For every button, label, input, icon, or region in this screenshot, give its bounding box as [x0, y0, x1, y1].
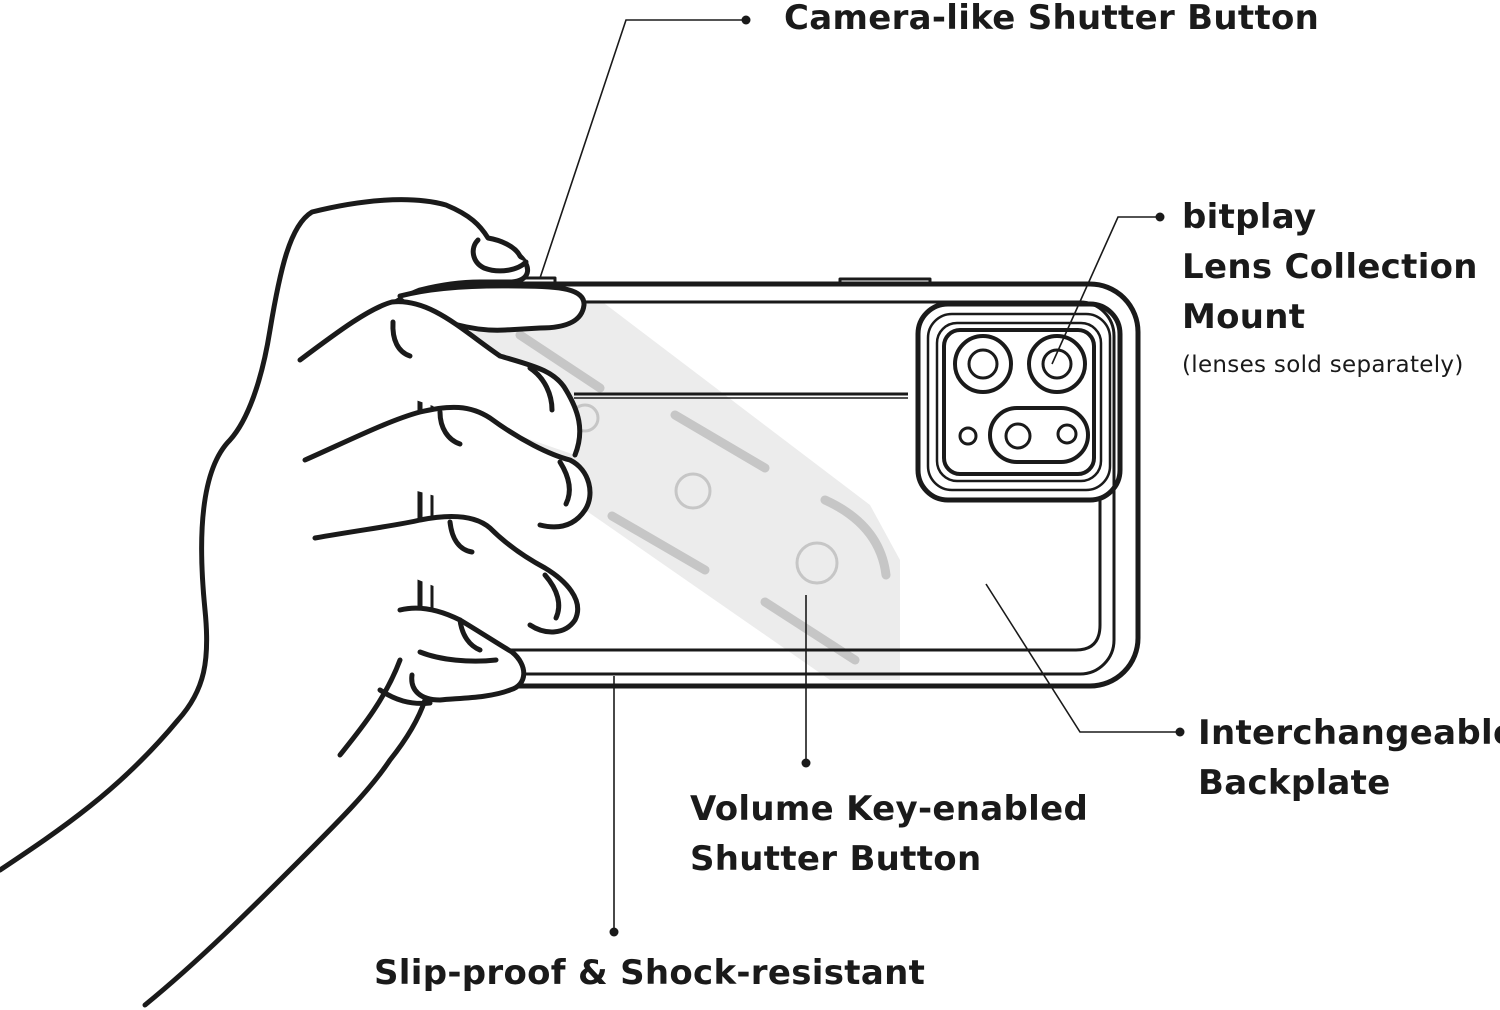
callout-leaders: [539, 19, 1180, 932]
volume-key-label-line1: Volume Key-enabled: [690, 789, 1089, 829]
camera-shutter-dot: [741, 15, 751, 25]
volume-key-callout: Volume Key-enabled Shutter Button: [690, 784, 1088, 884]
lens-mount-module: [915, 301, 1123, 503]
volume-key-dot: [801, 758, 811, 768]
lens-mount-note: (lenses sold separately): [1182, 352, 1464, 378]
lens-mount-subtitle: Mount: [1182, 297, 1306, 337]
lens-mount-brand: bitplay: [1182, 197, 1317, 237]
backplate-label-line2: Backplate: [1198, 763, 1391, 803]
hand-illustration: [0, 197, 593, 1008]
backplate-callout: Interchangeable Backplate: [1198, 708, 1500, 808]
lens-mount-title: Lens Collection: [1182, 247, 1478, 287]
volume-key-label-line2: Shutter Button: [690, 839, 982, 879]
backplate-label-line1: Interchangeable: [1198, 713, 1500, 753]
backplate-dot: [1175, 727, 1185, 737]
camera-shutter-label: Camera-like Shutter Button: [784, 0, 1320, 38]
lens-mount-dot: [1155, 212, 1165, 222]
camera-shutter-callout: Camera-like Shutter Button: [784, 0, 1319, 43]
lens-mount-callout: bitplay Lens Collection Mount (lenses so…: [1182, 192, 1478, 382]
camera-lens-icon: [953, 334, 1090, 464]
slip-proof-dot: [609, 927, 619, 937]
slip-proof-callout: Slip-proof & Shock-resistant: [374, 948, 925, 998]
slip-proof-label: Slip-proof & Shock-resistant: [374, 953, 926, 993]
